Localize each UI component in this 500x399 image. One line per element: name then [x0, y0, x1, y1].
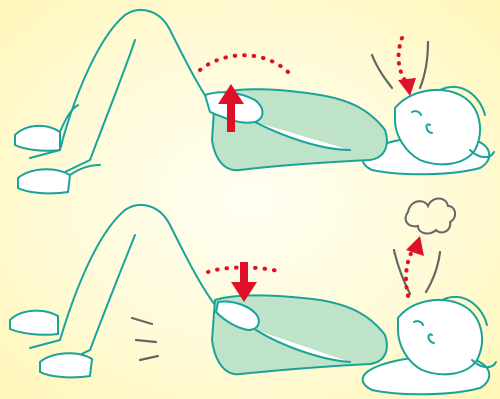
belly-breath-lines-bottom [132, 318, 158, 360]
feet-bottom [10, 311, 92, 378]
mouth-exhale-arrow-icon [406, 236, 424, 296]
feet-top [15, 126, 70, 194]
mouth-inhale-arrow-icon [398, 38, 416, 96]
belly-arc-top [200, 55, 288, 72]
face-breath-lines-bottom [394, 250, 440, 294]
legs-bottom [30, 205, 215, 362]
inhale-panel [15, 10, 494, 193]
breath-puff-icon [406, 199, 455, 234]
